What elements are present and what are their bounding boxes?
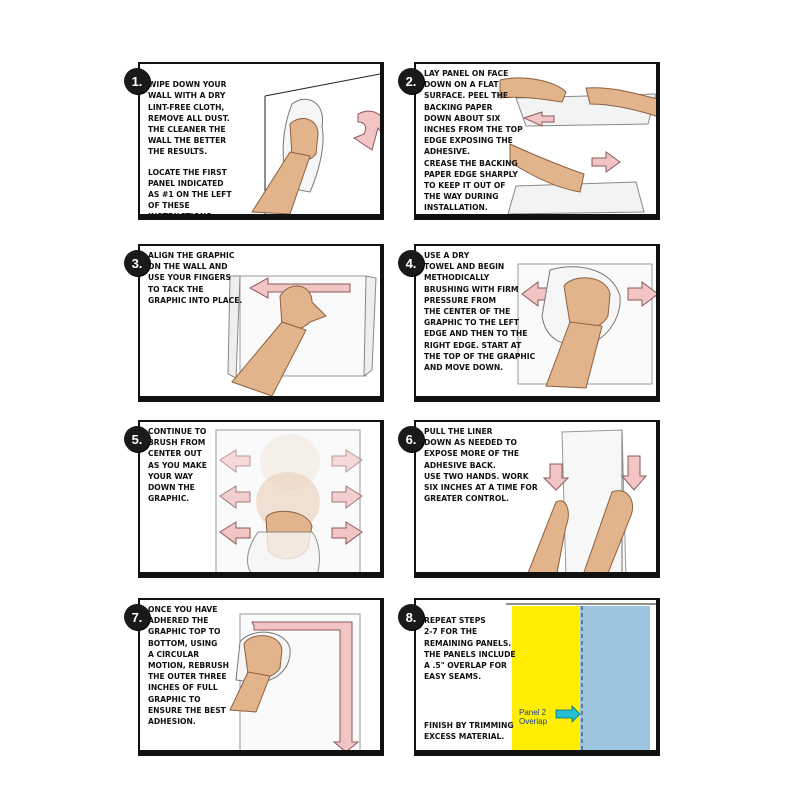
step-4-number: 4. — [398, 250, 424, 276]
step-2-text: Lay panel on face down on a flat surface… — [424, 69, 523, 213]
overlap-label-line-2: Overlap — [519, 717, 548, 726]
step-1-number: 1. — [124, 68, 150, 94]
towel-brush-illustration — [517, 263, 656, 389]
step-8-text-2: Finish by trimming excess material. — [424, 721, 514, 742]
step-1-panel: Wipe down your wall with a dry lint-free… — [138, 62, 384, 220]
step-6-text: Pull the liner down as needed to expose … — [424, 427, 538, 504]
step-4-panel: Use a dry towel and begin methodically b… — [414, 244, 660, 402]
step-5-number: 5. — [124, 426, 150, 452]
step-6-number: 6. — [398, 426, 424, 452]
step-4-text: Use a dry towel and begin methodically b… — [424, 251, 536, 373]
wipe-wall-illustration — [251, 73, 380, 214]
step-1-text-2: Locate the first panel indicated as #1 o… — [148, 167, 232, 220]
step-7-panel: Once you have adhered the graphic top to… — [138, 598, 384, 756]
pull-liner-illustration — [527, 429, 648, 572]
step-3-panel: Align the graphic on the wall and use yo… — [138, 244, 384, 402]
center-out-brush-illustration — [215, 429, 363, 572]
step-7-text: Once you have adhered the graphic top to… — [148, 605, 230, 727]
step-8-text: Repeat steps 2-7 for the remaining panel… — [424, 616, 516, 682]
step-3-number: 3. — [124, 250, 150, 276]
step-8-panel: Repeat steps 2-7 for the remaining panel… — [414, 598, 660, 756]
step-5-panel: Continue to brush from center out as you… — [138, 420, 384, 578]
step-3-text: Align the graphic on the wall and use yo… — [148, 251, 243, 305]
rebrush-edges-illustration — [229, 613, 361, 750]
step-6-panel: Pull the liner down as needed to expose … — [414, 420, 660, 578]
panel-overlap-illustration — [506, 603, 656, 750]
peel-backing-illustration — [499, 77, 656, 214]
step-7-number: 7. — [124, 604, 150, 630]
step-2-panel: Lay panel on face down on a flat surface… — [414, 62, 660, 220]
step-5-text: Continue to brush from center out as you… — [148, 427, 207, 504]
step-1-text: Wipe down your wall with a dry lint-free… — [148, 68, 232, 220]
step-8-number: 8. — [398, 604, 424, 630]
overlap-label-line-1: Panel 2 — [519, 708, 547, 717]
overlap-label: Panel 2 Overlap — [519, 708, 547, 726]
tack-graphic-illustration — [227, 275, 377, 396]
step-2-number: 2. — [398, 68, 424, 94]
